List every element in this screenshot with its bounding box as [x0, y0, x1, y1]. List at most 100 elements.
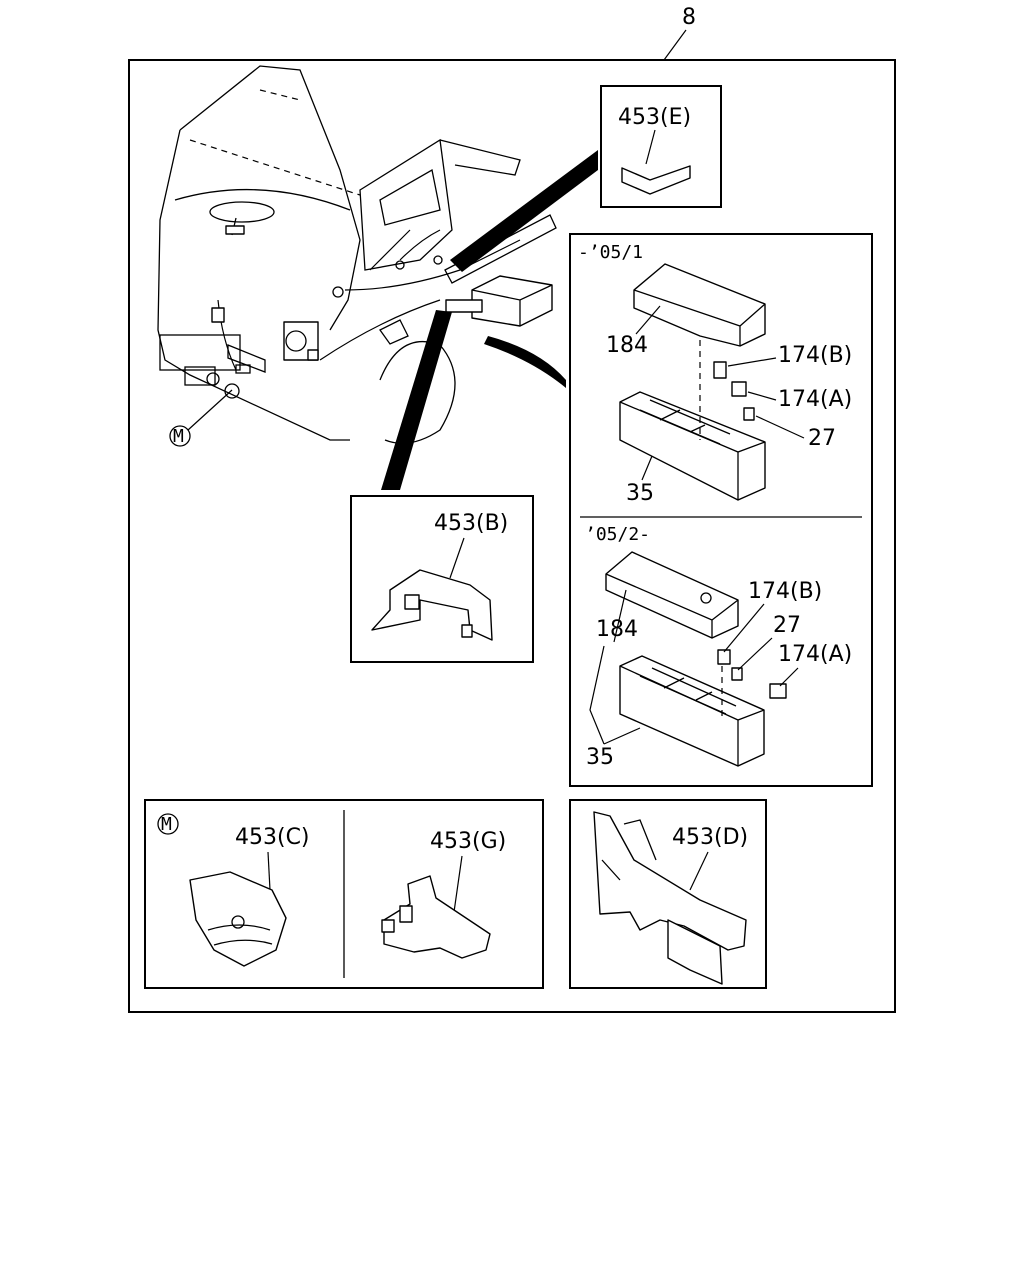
upper-callout-35-leader	[641, 455, 653, 481]
column-cover-c-ribs	[207, 924, 273, 946]
page-ref-leader	[663, 29, 687, 61]
bracket-b-tab	[404, 594, 420, 610]
harness-duct-d-edges	[601, 819, 657, 881]
lower-callout-174a: 174(A)	[778, 642, 852, 667]
inset-m-marker-label: M	[161, 814, 172, 835]
fog-lamp-housing	[184, 366, 216, 386]
relay-b-upper	[713, 361, 727, 379]
column-switch	[225, 225, 245, 235]
inset-453e-frame	[600, 85, 722, 208]
inset-453c-label: 453(C)	[235, 825, 310, 850]
fuse-box-lower-grid	[639, 667, 737, 715]
upper-callout-184: 184	[606, 333, 648, 358]
relay-box-cap	[285, 330, 307, 352]
upper-callout-27: 27	[808, 426, 836, 451]
fog-lamp	[206, 372, 220, 386]
door-rail	[439, 139, 521, 176]
inset-453b-frame	[350, 495, 534, 663]
battery-edges	[471, 284, 553, 326]
upper-callout-184-leader	[635, 305, 661, 335]
grille	[227, 344, 266, 373]
harness-clip	[211, 307, 225, 323]
inset-453d-label: 453(D)	[672, 825, 748, 850]
inset-453g-label: 453(G)	[430, 829, 506, 854]
door-window	[379, 168, 441, 226]
battery-cover-bracket	[445, 299, 483, 313]
outer-frame	[128, 59, 896, 1013]
upper-callout-35: 35	[626, 481, 654, 506]
washer-motor	[379, 319, 409, 345]
steering-wheel	[209, 201, 275, 223]
fuse-box-upper	[619, 391, 766, 501]
frame-rail	[444, 214, 557, 284]
truck-cab-drawing: M	[157, 65, 557, 447]
detail-m-leader	[187, 389, 233, 431]
fuse-cover-upper	[633, 263, 766, 347]
fuse-panel-frame	[569, 233, 873, 787]
column-cover-g-switch	[399, 905, 413, 923]
upper-callout-174b: 174(B)	[778, 343, 852, 368]
page-ref-number: 8	[682, 5, 696, 30]
upper-callout-174a: 174(A)	[778, 387, 852, 412]
front-wheel	[379, 340, 456, 444]
wiring-harness	[217, 229, 521, 371]
bumper-left	[159, 334, 241, 371]
harness-connector	[395, 260, 405, 270]
column-cover-c	[189, 871, 287, 967]
lower-callout-35: 35	[586, 745, 614, 770]
detail-m-marker-label: M	[173, 426, 184, 447]
harness-bracket-b	[371, 569, 493, 641]
upper-callout-174a-leader	[747, 391, 777, 401]
fuse-cover-lower-edges	[605, 573, 739, 638]
harness-connector-2	[433, 255, 443, 265]
inset-453c-leader	[267, 851, 271, 891]
bracket-b-tab-2	[461, 624, 473, 638]
cab-front-outline	[157, 129, 350, 441]
fuse-27-lower	[731, 667, 743, 681]
harness-duct-d-lower	[667, 919, 723, 985]
lower-callout-35-leader	[589, 645, 641, 745]
lower-callout-27-leader	[737, 637, 773, 671]
lower-callout-27: 27	[773, 613, 801, 638]
lower-callout-174b-leader	[723, 603, 765, 653]
battery	[471, 275, 553, 327]
lower-callout-174a-leader	[779, 667, 799, 687]
horn	[224, 383, 240, 399]
harness-duct-d	[593, 811, 747, 951]
inset-453d-frame	[569, 799, 767, 989]
callout-wedge-fusebox	[484, 336, 566, 388]
callout-wedge-e	[450, 150, 598, 272]
callout-wedge-b	[381, 310, 452, 490]
inset-m-marker	[157, 813, 179, 835]
harness-cover-e	[621, 165, 691, 195]
lower-callout-174b: 174(B)	[748, 579, 822, 604]
upper-callout-27-leader	[755, 415, 805, 439]
upper-period-label: -’05/1	[578, 242, 643, 263]
relay-a-upper	[731, 381, 747, 397]
fuse-cover-lower-knob	[700, 592, 712, 604]
harness-grommet	[332, 286, 344, 298]
detail-m-marker	[169, 425, 191, 447]
inset-453d-leader	[689, 851, 709, 891]
inset-453g-leader	[453, 855, 463, 913]
column-cover-g-clip	[381, 919, 395, 933]
fuse-27-upper	[743, 407, 755, 421]
relay-a-lower	[769, 683, 787, 699]
inset-453e-leader	[645, 129, 656, 165]
inset-453b-label: 453(B)	[434, 511, 508, 536]
fuse-box-upper-grid	[639, 399, 731, 445]
column-cover-c-hole	[231, 915, 245, 929]
relay-b-lower	[717, 649, 731, 665]
column-cover-g	[383, 875, 491, 959]
door-frame	[359, 138, 453, 271]
inset-453e-label: 453(E)	[618, 105, 691, 130]
cab-hidden-lines	[189, 89, 361, 196]
inset-m-frame	[144, 799, 544, 989]
lower-period-label: ’05/2-	[585, 524, 650, 545]
dashboard-line	[174, 188, 351, 211]
lower-callout-184-leader	[613, 589, 627, 643]
cab-roof-line	[179, 65, 361, 331]
fuse-cover-upper-edges	[633, 289, 766, 346]
front-connector	[307, 349, 319, 361]
